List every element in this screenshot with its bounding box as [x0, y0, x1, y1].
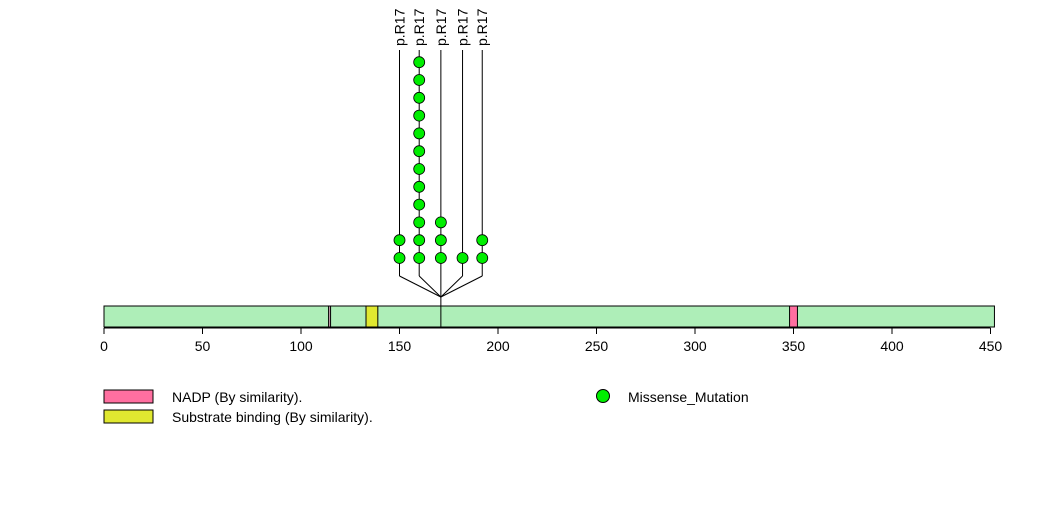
- protein-bar: [103, 305, 995, 328]
- legend-label-missense: Missense_Mutation: [628, 389, 749, 405]
- mutation-dot: [413, 109, 426, 122]
- mutation-dot: [413, 252, 426, 264]
- mutation-dot: [413, 56, 426, 69]
- mutation-dot: [413, 127, 426, 140]
- mutation-connector: [418, 275, 442, 298]
- mutation-dot: [434, 234, 447, 247]
- mutation-dot: [413, 234, 426, 247]
- domain-region: [365, 305, 379, 328]
- x-tick-label: 0: [100, 338, 108, 354]
- mutation-connector: [399, 275, 442, 298]
- legend-swatch-nadp: [103, 389, 154, 404]
- x-tick-label: 100: [289, 338, 313, 354]
- x-tick-label: 250: [585, 338, 609, 354]
- mutation-dot: [476, 234, 489, 247]
- mutation-connector: [440, 275, 463, 298]
- mutation-dot: [413, 180, 426, 193]
- legend-label-substrate: Substrate binding (By similarity).: [172, 409, 373, 425]
- domain-region: [789, 305, 798, 328]
- mutation-dot: [476, 252, 489, 264]
- mutation-dot: [413, 198, 426, 211]
- x-tick-label: 200: [486, 338, 510, 354]
- mutation-dot: [413, 216, 426, 229]
- mutation-label: p.R17: [455, 8, 471, 46]
- mutation-dot: [413, 74, 426, 86]
- mutation-label: p.R17: [392, 8, 408, 46]
- mutation-connector: [440, 275, 483, 298]
- x-tick-label: 450: [979, 338, 1003, 354]
- legend-dot-missense: [596, 389, 610, 403]
- legend-label-nadp: NADP (By similarity).: [172, 389, 302, 405]
- x-tick-label: 150: [388, 338, 412, 354]
- mutation-dot: [434, 252, 447, 264]
- x-tick-label: 400: [880, 338, 904, 354]
- domain-region: [328, 305, 332, 328]
- mutation-label: p.R17: [411, 8, 427, 46]
- mutation-dot: [413, 91, 426, 104]
- mutation-dot: [393, 252, 406, 264]
- legend-swatch-substrate: [103, 409, 154, 424]
- x-tick-label: 350: [782, 338, 806, 354]
- mutation-label: p.R17: [474, 8, 490, 46]
- mutation-dot: [413, 163, 426, 175]
- mutation-dot: [393, 234, 406, 247]
- mutation-label: p.R17: [433, 8, 449, 46]
- mutation-dot: [456, 252, 469, 264]
- x-tick-label: 300: [683, 338, 707, 354]
- x-tick-label: 50: [195, 338, 211, 354]
- mutation-dot: [434, 216, 447, 229]
- mutation-dot: [413, 145, 426, 158]
